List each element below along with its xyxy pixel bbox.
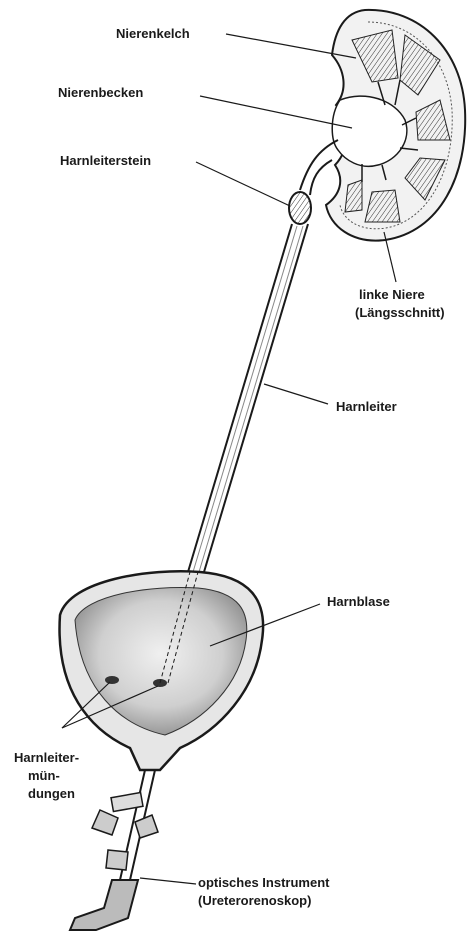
ureteroscope [70,770,158,930]
label-nierenbecken: Nierenbecken [58,85,143,101]
label-nierenkelch: Nierenkelch [116,26,190,42]
leader-nierenbecken [200,96,352,128]
label-harnleiterstein: Harnleiterstein [60,153,151,169]
label-harnleitermuendungen-3: dungen [28,786,75,802]
label-instrument-2: (Ureterorenoskop) [198,893,311,909]
label-linke-niere-2: (Längsschnitt) [355,305,445,321]
scope-eyepiece [70,880,138,930]
label-harnblase: Harnblase [327,594,390,610]
label-harnleitermuendungen-2: mün- [28,768,60,784]
kidney [326,10,465,241]
label-harnleitermuendungen-1: Harnleiter- [14,750,79,766]
label-harnleiter: Harnleiter [336,399,397,415]
label-instrument-1: optisches Instrument [198,875,329,891]
ureter [188,140,338,572]
bladder [60,571,264,770]
leader-harnleiterstein [196,162,290,206]
label-linke-niere-1: linke Niere [359,287,425,303]
ureter-stone [289,192,311,224]
leader-instrument [140,878,196,884]
leader-harnleiter [264,384,328,404]
ureteral-orifice-left [105,676,119,684]
